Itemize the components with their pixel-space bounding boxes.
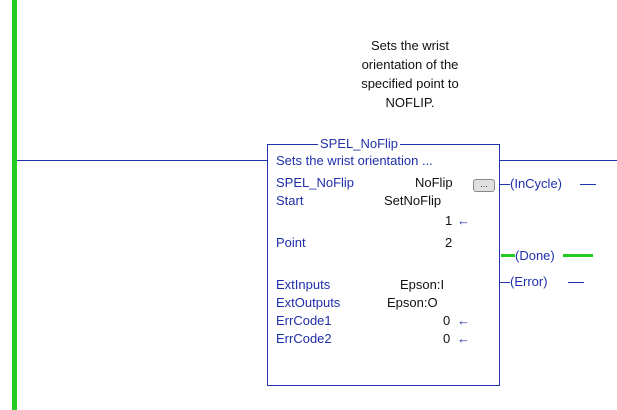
rung-description: Sets the wrist orientation of the specif… bbox=[361, 38, 459, 110]
start-label: Start bbox=[276, 193, 304, 208]
spel-noflip-value[interactable]: NoFlip bbox=[415, 175, 453, 190]
rung-wire-left bbox=[17, 160, 267, 161]
errcode1-value: 0 bbox=[443, 313, 451, 328]
errcode2-label: ErrCode2 bbox=[276, 331, 332, 346]
start-value[interactable]: SetNoFlip bbox=[384, 193, 442, 208]
extoutputs-label: ExtOutputs bbox=[276, 295, 341, 310]
extinputs-value[interactable]: Epson:I bbox=[400, 277, 445, 292]
error-wire-right bbox=[568, 282, 584, 283]
error-wire-left bbox=[500, 282, 510, 283]
incycle-wire-right bbox=[580, 184, 596, 185]
block-description: Sets the wrist orientation ... bbox=[276, 153, 433, 168]
errcode2-value: 0 bbox=[443, 331, 451, 346]
start-bit-arrow-icon: ← bbox=[457, 213, 470, 228]
done-coil[interactable]: (Done) bbox=[515, 248, 555, 263]
done-energized-wire-left bbox=[501, 254, 515, 257]
start-bit-value: 1 bbox=[445, 213, 453, 228]
spel-noflip-label: SPEL_NoFlip bbox=[276, 175, 355, 190]
error-coil[interactable]: (Error) bbox=[510, 274, 548, 289]
block-title: SPEL_NoFlip bbox=[318, 136, 401, 152]
errcode1-label: ErrCode1 bbox=[276, 313, 332, 328]
point-value[interactable]: 2 bbox=[445, 235, 453, 250]
extoutputs-value[interactable]: Epson:O bbox=[387, 295, 438, 310]
errcode1-arrow-icon: ← bbox=[457, 313, 470, 328]
done-energized-wire-right bbox=[563, 254, 593, 257]
spel-noflip-instruction-block[interactable]: SPEL_NoFlip Sets the wrist orientation .… bbox=[267, 136, 500, 386]
point-label: Point bbox=[276, 235, 306, 250]
incycle-coil[interactable]: (InCycle) bbox=[510, 176, 563, 191]
power-rail bbox=[12, 0, 17, 410]
rung-wire-right bbox=[500, 160, 617, 161]
errcode2-arrow-icon: ← bbox=[457, 331, 470, 346]
incycle-wire-left bbox=[500, 184, 510, 185]
browse-dots-button[interactable]: ... bbox=[473, 179, 495, 192]
extinputs-label: ExtInputs bbox=[276, 277, 331, 292]
